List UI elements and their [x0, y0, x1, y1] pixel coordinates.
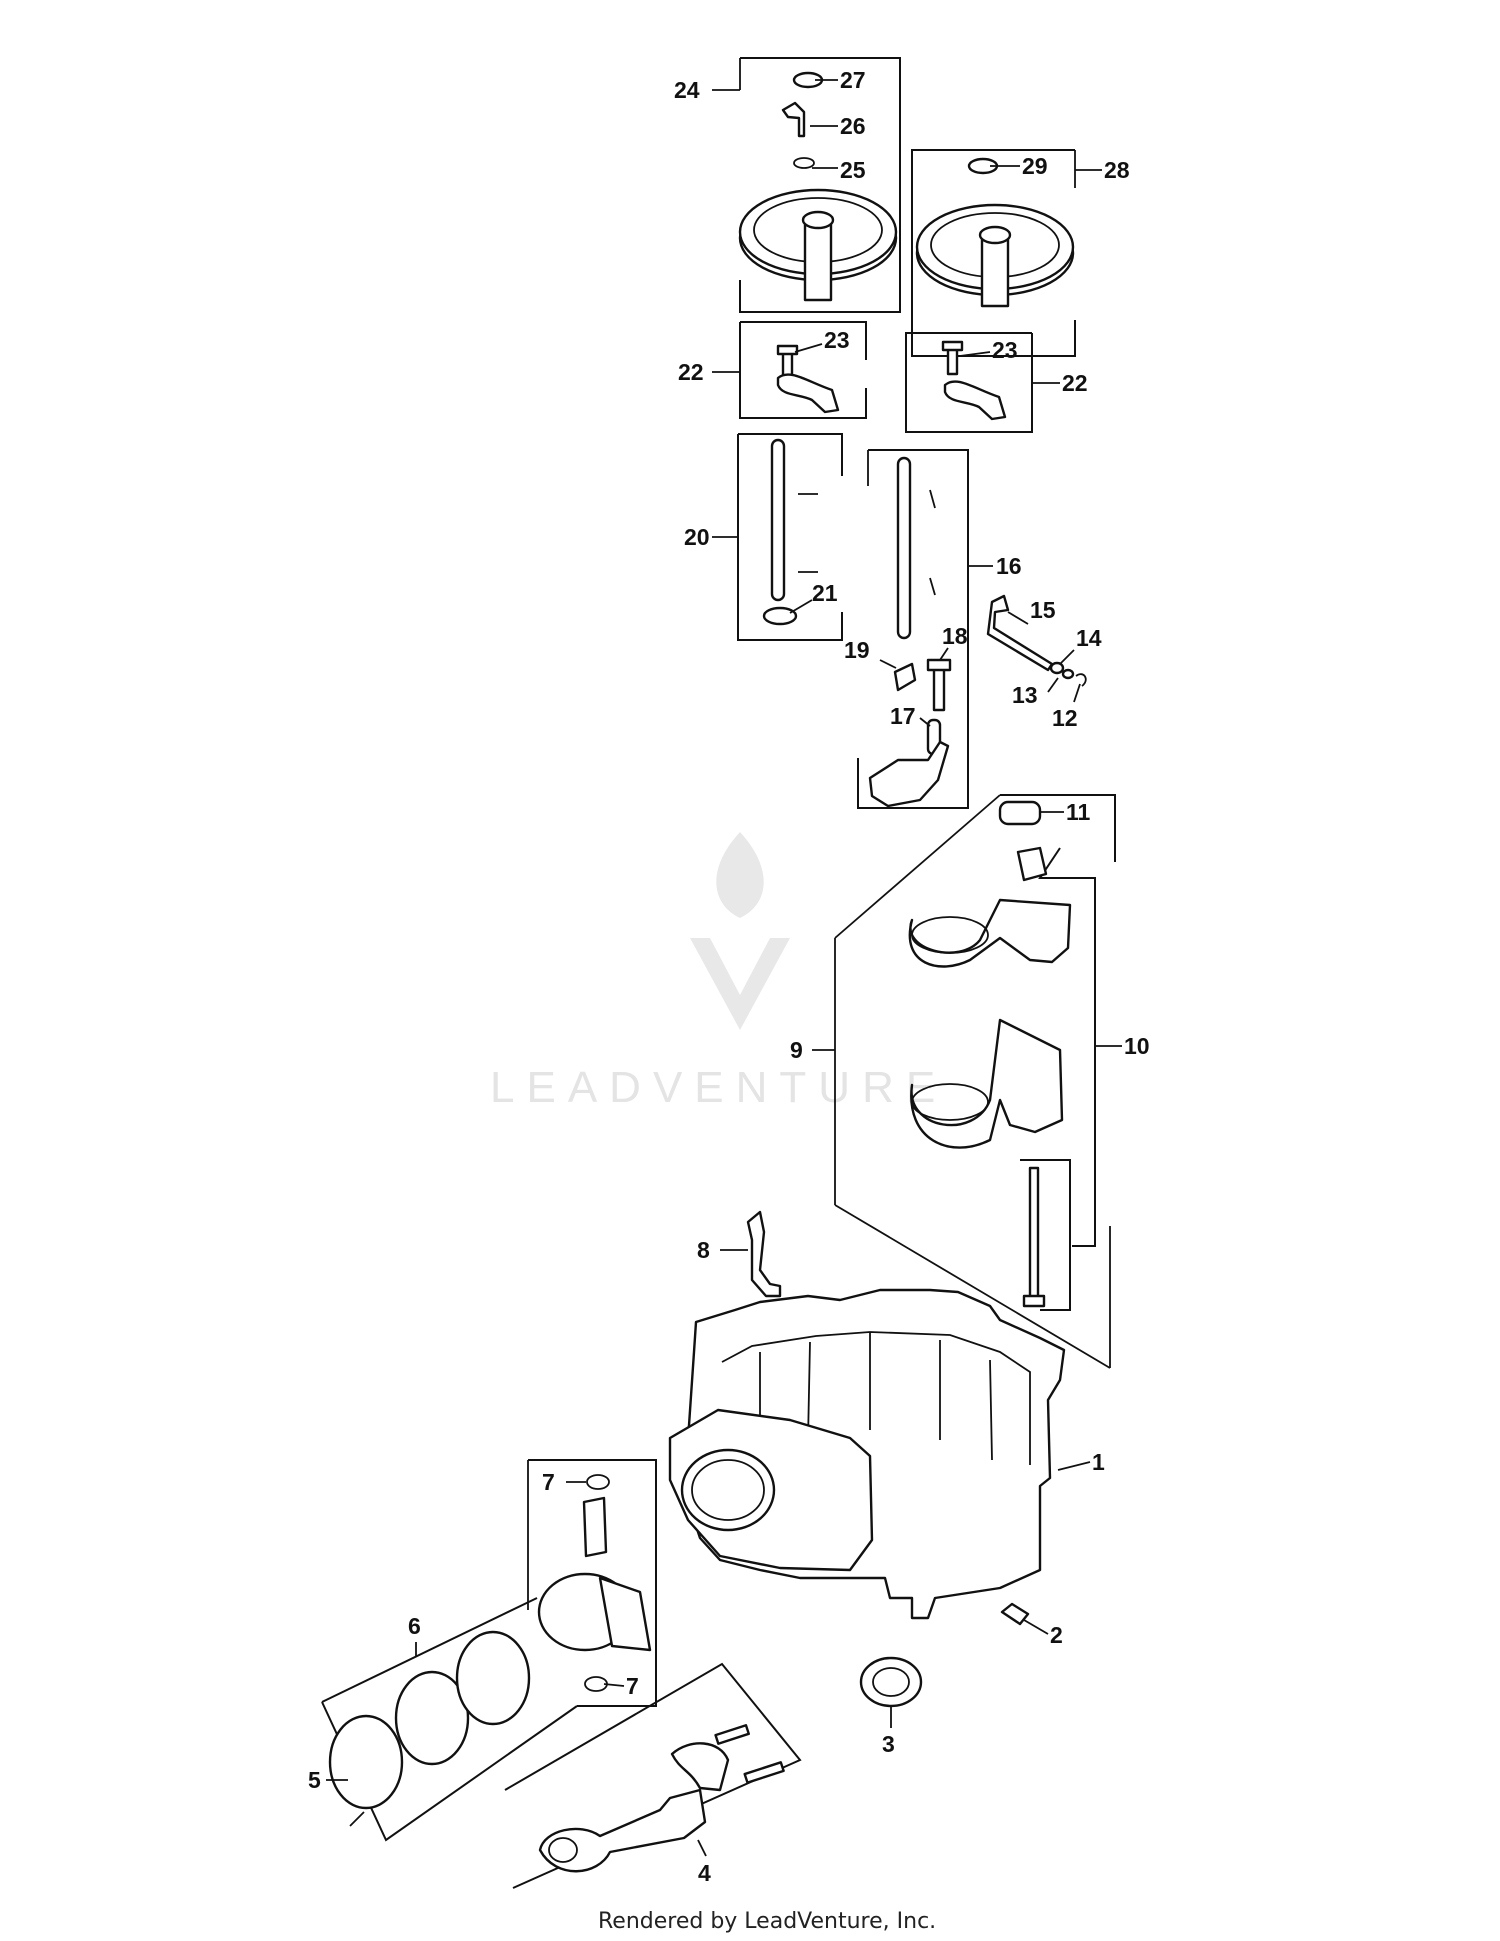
tube-8-icon — [746, 1210, 782, 1298]
callout-18: 18 — [942, 623, 968, 649]
watermark-v-icon — [690, 938, 790, 1030]
piston-assembly — [527, 1459, 657, 1707]
callout-6: 6 — [408, 1613, 421, 1639]
gear-assembly-24 — [712, 57, 901, 313]
bracket-16-icon — [868, 740, 950, 808]
callout-12: 12 — [1052, 705, 1078, 731]
wrist-pin-icon — [582, 1496, 608, 1558]
pushrod-20-icon — [770, 438, 786, 602]
callout-22b: 22 — [1062, 370, 1088, 396]
callout-26: 26 — [840, 113, 866, 139]
callout-2: 2 — [1050, 1622, 1063, 1648]
grommet-10-icon — [1016, 846, 1048, 882]
callout-29: 29 — [1022, 153, 1048, 179]
callout-27: 27 — [840, 67, 866, 93]
plug-2-icon — [1000, 1602, 1030, 1626]
tube-8 — [720, 1210, 782, 1298]
callout-28: 28 — [1104, 157, 1130, 183]
washer-13-icon — [1061, 668, 1075, 680]
rod-bolt-b-icon — [743, 1761, 785, 1784]
watermark-flame-icon — [716, 832, 764, 918]
watermark: LEADVENTURE — [490, 832, 947, 1112]
callout-19: 19 — [844, 637, 870, 663]
pushrod-16-icon — [896, 456, 912, 640]
callout-16: 16 — [996, 553, 1022, 579]
bolt-10-icon — [1028, 1166, 1040, 1302]
connecting-rod-4 — [504, 1662, 802, 1889]
callout-labels: 1 2 3 4 5 6 7 7 8 9 10 11 12 13 14 15 16… — [308, 67, 1150, 1886]
clip-7-top-icon — [586, 1474, 610, 1490]
callout-5: 5 — [308, 1767, 321, 1793]
rocker-arm-22-icon — [776, 373, 840, 414]
baffle-lower-icon — [910, 1018, 1064, 1149]
rod-cap-icon — [670, 1742, 730, 1792]
seal-3 — [859, 1656, 923, 1728]
gear-24-icon — [738, 188, 898, 302]
gear-assembly-28 — [911, 149, 1102, 357]
callout-7a: 7 — [542, 1469, 555, 1495]
rod-bolt-a-icon — [714, 1724, 750, 1745]
callout-3: 3 — [882, 1731, 895, 1757]
rod-15-icon — [986, 594, 1054, 672]
rocker-arm-assembly-left — [712, 321, 867, 419]
callout-14: 14 — [1076, 625, 1102, 651]
rocker-arm-assembly-right — [905, 332, 1060, 433]
gear-28-icon — [915, 203, 1075, 308]
baffle-upper-icon — [908, 898, 1072, 968]
rocker-arm-22b-icon — [943, 380, 1007, 421]
washer-21-icon — [762, 606, 798, 626]
pushrod-assembly-20 — [712, 433, 843, 641]
crankcase-1 — [668, 1288, 1091, 1620]
clip-7-bottom-icon — [584, 1676, 608, 1692]
washer-14-icon — [1049, 661, 1065, 675]
callout-20: 20 — [684, 524, 710, 550]
clip-25-icon — [793, 157, 815, 169]
callout-8: 8 — [697, 1237, 710, 1263]
ring-6a-icon — [394, 1670, 470, 1766]
callout-23b: 23 — [992, 337, 1018, 363]
ring-set — [321, 1597, 578, 1842]
footer-credit: Rendered by LeadVenture, Inc. — [598, 1909, 936, 1934]
con-rod-icon — [538, 1788, 707, 1873]
lever-26-icon — [781, 101, 806, 138]
seal-3-icon — [859, 1656, 923, 1708]
callout-10: 10 — [1124, 1033, 1150, 1059]
callout-21: 21 — [812, 580, 838, 606]
callout-17: 17 — [890, 703, 916, 729]
callout-15: 15 — [1030, 597, 1056, 623]
governor-rod-15 — [986, 594, 1087, 703]
fitting-19-icon — [893, 662, 917, 692]
clip-12-icon — [1075, 673, 1087, 687]
pushrod-assembly-16 — [857, 449, 993, 809]
callout-7b: 7 — [626, 1673, 639, 1699]
callout-22a: 22 — [678, 359, 704, 385]
callout-13: 13 — [1012, 682, 1038, 708]
ring-5-icon — [328, 1714, 404, 1810]
ring-6b-icon — [455, 1630, 531, 1726]
callout-23a: 23 — [824, 327, 850, 353]
callout-24: 24 — [674, 77, 700, 103]
callout-4: 4 — [698, 1860, 711, 1886]
callout-1: 1 — [1092, 1449, 1105, 1475]
screw-23b-icon — [946, 346, 959, 376]
baffle-assembly — [812, 794, 1122, 1369]
plug-2 — [1000, 1602, 1049, 1635]
callout-9: 9 — [790, 1037, 803, 1063]
callout-11: 11 — [1066, 799, 1091, 825]
seal-11-icon — [998, 800, 1042, 826]
callout-25: 25 — [840, 157, 866, 183]
watermark-text: LEADVENTURE — [490, 1063, 947, 1112]
